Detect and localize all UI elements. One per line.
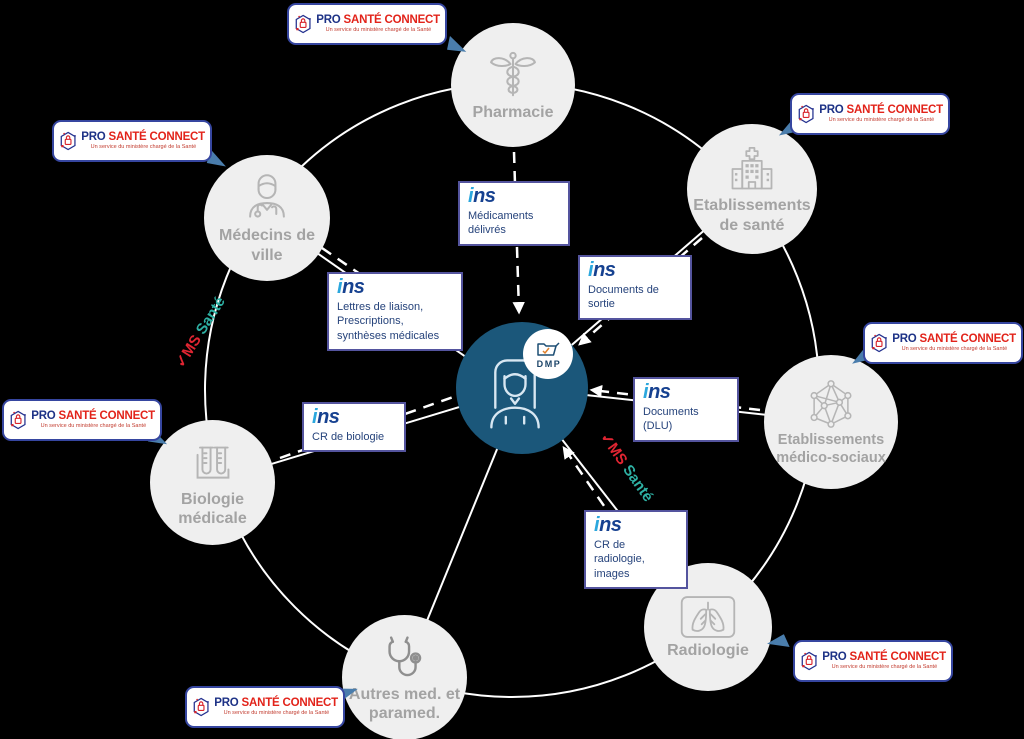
- psc-subtitle: Un service du ministère chargé de la San…: [325, 27, 431, 33]
- node-label: Biologie médicale: [178, 490, 247, 527]
- ins-box-cr-radiologie: ins CR de radiologie, images: [584, 510, 688, 589]
- ins-logo: ins: [312, 406, 340, 428]
- lungs-icon: [680, 596, 736, 638]
- ins-box-text: Lettres de liaison, Prescriptions, synth…: [337, 301, 440, 342]
- node-pharmacie: Pharmacie: [451, 23, 575, 147]
- node-medecins-de-ville: Médecins de ville: [204, 155, 330, 281]
- node-label: Autres med. et paramed.: [348, 685, 461, 722]
- pro-sante-connect-badge: PRO SANTÉ CONNECT Un service du ministèr…: [52, 120, 212, 162]
- pro-sante-connect-badge: PRO SANTÉ CONNECT Un service du ministèr…: [185, 686, 345, 728]
- dmp-badge: DMP: [523, 329, 573, 379]
- ins-box-text: Médicaments délivrés: [468, 210, 534, 237]
- network-icon: [810, 380, 852, 428]
- ins-logo: ins: [337, 276, 365, 298]
- hexagon-lock-icon: [798, 104, 814, 124]
- hexagon-lock-icon: [193, 697, 209, 717]
- psc-subtitle: Un service du ministère chargé de la San…: [901, 346, 1007, 352]
- ins-box-cr-biologie: ins CR de biologie: [302, 402, 406, 453]
- ins-box-text: Documents (DLU): [643, 406, 699, 433]
- psc-subtitle: Un service du ministère chargé de la San…: [828, 117, 934, 123]
- node-label: Médecins de ville: [218, 227, 316, 264]
- ins-logo: ins: [588, 259, 616, 281]
- stethoscope-icon: [387, 636, 421, 677]
- ins-box-text: CR de biologie: [312, 431, 385, 443]
- pro-sante-connect-badge: PRO SANTÉ CONNECT Un service du ministèr…: [790, 93, 950, 135]
- pro-sante-connect-badge: PRO SANTÉ CONNECT Un service du ministèr…: [863, 322, 1023, 364]
- caduceus-icon: [490, 51, 536, 97]
- node-etablissements-de-sante: Etablissements de santé: [687, 124, 817, 254]
- test-tubes-icon: [196, 446, 229, 479]
- node-label: Etablissements de santé: [693, 197, 811, 234]
- psc-subtitle: Un service du ministère chargé de la San…: [90, 144, 196, 150]
- node-label: Pharmacie: [472, 103, 554, 121]
- ins-box-lettres-liaison: ins Lettres de liaison, Prescriptions, s…: [327, 272, 463, 351]
- hexagon-lock-icon: [871, 333, 887, 353]
- pro-sante-connect-badge: PRO SANTÉ CONNECT Un service du ministèr…: [793, 640, 953, 682]
- ins-logo: ins: [594, 514, 622, 536]
- node-label: Radiologie: [667, 641, 749, 659]
- psc-subtitle: Un service du ministère chargé de la San…: [831, 664, 937, 670]
- hexagon-lock-icon: [60, 131, 76, 151]
- ins-box-medicaments: ins Médicaments délivrés: [458, 181, 570, 246]
- ins-box-text: CR de radiologie, images: [594, 539, 645, 580]
- ins-box-text: Documents de sortie: [588, 284, 659, 311]
- node-biologie-medicale: Biologie médicale: [150, 420, 275, 545]
- hexagon-lock-icon: [295, 14, 311, 34]
- ins-box-documents-dlu: ins Documents (DLU): [633, 377, 739, 442]
- hospital-icon: [731, 147, 773, 190]
- psc-subtitle: Un service du ministère chargé de la San…: [223, 710, 329, 716]
- ins-logo: ins: [468, 185, 496, 207]
- ins-logo: ins: [643, 381, 671, 403]
- node-label: Etablissements médico-sociaux: [776, 432, 886, 466]
- doctor-icon: [249, 174, 285, 218]
- hexagon-lock-icon: [801, 651, 817, 671]
- folder-icon: [537, 342, 560, 356]
- dmp-label: DMP: [536, 359, 562, 369]
- ins-box-documents-sortie: ins Documents de sortie: [578, 255, 692, 320]
- pro-sante-connect-badge: PRO SANTÉ CONNECT Un service du ministèr…: [2, 399, 162, 441]
- psc-subtitle: Un service du ministère chargé de la San…: [40, 423, 146, 429]
- node-etablissements-medico-sociaux: Etablissements médico-sociaux: [764, 355, 898, 489]
- node-autres-med-et-paramed: Autres med. et paramed.: [342, 615, 467, 739]
- pro-sante-connect-badge: PRO SANTÉ CONNECT Un service du ministèr…: [287, 3, 447, 45]
- hexagon-lock-icon: [10, 410, 26, 430]
